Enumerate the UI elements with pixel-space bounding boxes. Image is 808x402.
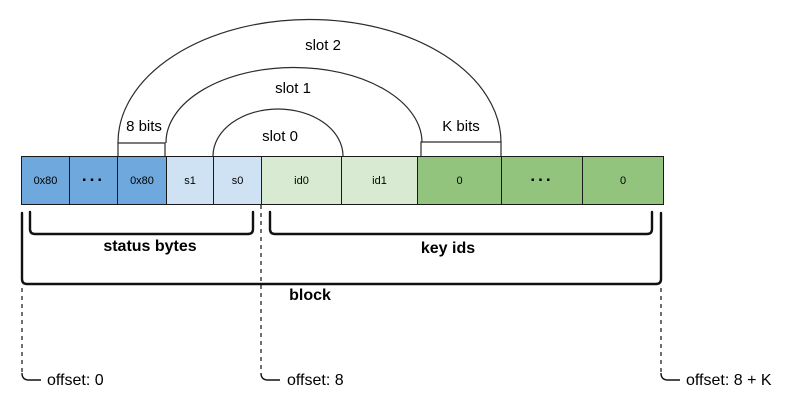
ellipsis-glyph: ... [530,165,554,185]
status-bytes-brace [28,210,255,236]
cell-status-0x80-first: 0x80 [22,157,70,204]
offset-0-label: offset: 0 [47,372,104,389]
cell-s0: s0 [214,157,262,204]
offset-8k-label: offset: 8 + K [686,372,772,389]
block-label: block [289,287,331,304]
offset-8-connector [260,372,280,381]
byte-row: 0x80 ... 0x80 s1 s0 id0 id1 0 ... 0 [21,156,664,205]
status-bytes-label: status bytes [103,238,197,255]
cell-s1: s1 [167,157,214,204]
eight-bits-label: 8 bits [126,118,162,135]
cell-id0: id0 [262,157,342,204]
cell-zero-ellipsis: ... [502,157,583,204]
slot-2-arc [117,18,502,144]
cell-status-0x80-last: 0x80 [118,157,167,204]
cell-zero-first: 0 [418,157,502,204]
slot-1-label: slot 1 [275,80,311,97]
cell-label: id0 [294,174,309,187]
k-bits-bracket [420,141,502,156]
cell-label: 0x80 [130,174,154,187]
slot-0-arc [212,108,344,157]
cell-label: s0 [231,174,244,187]
cell-label: 0 [456,174,463,187]
offset-8-label: offset: 8 [287,372,344,389]
slot-2-label: slot 2 [305,37,341,54]
eight-bits-bracket [117,142,166,156]
slot-1-arc [165,66,423,144]
cell-label: s1 [184,174,196,187]
key-ids-label: key ids [420,240,476,257]
offset-8k-connector [660,372,680,381]
cell-id1: id1 [342,157,418,204]
cell-label: 0x80 [33,174,58,187]
cell-zero-last: 0 [583,157,663,204]
key-ids-brace [268,210,654,236]
cell-label: 0 [619,174,627,187]
k-bits-label: K bits [442,118,480,135]
slot-0-label: slot 0 [262,128,298,145]
ellipsis-glyph: ... [81,165,106,185]
block-brace [20,211,663,286]
offset-0-connector [21,372,41,381]
cell-label: id1 [372,174,387,187]
cell-status-ellipsis: ... [70,157,118,204]
